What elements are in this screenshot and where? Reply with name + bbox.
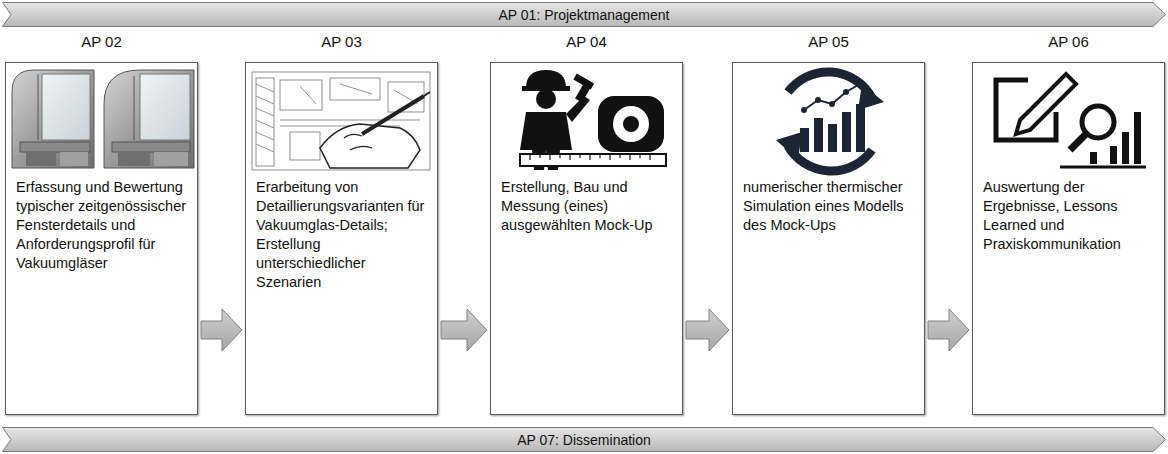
evaluation-icon-part xyxy=(1110,146,1117,164)
work-package-band: AP 01: Projektmanagement xyxy=(2,2,1166,27)
flow-arrow xyxy=(928,309,969,351)
evaluation-icon-part xyxy=(1016,74,1076,134)
window-profile-left-part xyxy=(26,152,56,166)
package-number: AP 03 xyxy=(246,33,437,50)
worker-icon-part xyxy=(573,73,594,89)
detail-sketch-part xyxy=(252,72,430,170)
work-package-band: AP 07: Dissemination xyxy=(2,427,1166,452)
tape-measure-icon xyxy=(520,96,666,166)
package-number: AP 05 xyxy=(733,33,924,50)
window-profile-left-part xyxy=(12,70,94,168)
simulation-cycle-icon-part xyxy=(829,101,835,107)
work-package-box: AP 04Erstellung, Bau und Messung (eines)… xyxy=(490,62,683,415)
simulation-cycle-icon-part xyxy=(856,104,865,152)
simulation-cycle-icon-part xyxy=(843,89,849,95)
tape-measure-icon-part xyxy=(520,154,666,166)
package-description: Auswertung der Ergebnisse, Lessons Learn… xyxy=(973,178,1164,262)
evaluation-icon-part xyxy=(1090,152,1097,164)
work-package-box: AP 06Auswertung der Ergebnisse, Lessons … xyxy=(972,62,1165,415)
band-outline xyxy=(3,428,1166,452)
flow-arrow xyxy=(441,309,487,351)
work-package-box: AP 02Erfassung und Bewertung typischer z… xyxy=(5,62,198,415)
package-description: Erfassung und Bewertung typischer zeitge… xyxy=(6,178,197,281)
work-package-box: AP 03Erarbeitung von Detaillierungsvaria… xyxy=(245,62,438,415)
window-profile-left-part xyxy=(20,142,90,152)
detail-sketch-part xyxy=(300,84,418,104)
window-profile-right xyxy=(104,70,194,168)
simulation-cycle-icon-part xyxy=(801,107,807,113)
package-description: Erstellung, Bau und Messung (eines) ausg… xyxy=(491,178,682,243)
worker-icon-part xyxy=(536,89,556,109)
evaluation-icon-part xyxy=(1134,112,1141,164)
simulation-cycle-icon-part xyxy=(828,124,837,152)
tape-measure-icon-part xyxy=(623,116,639,132)
detail-sketch-part xyxy=(256,84,274,152)
window-profile-right-part xyxy=(112,142,190,152)
band-label: AP 07: Dissemination xyxy=(517,432,651,448)
tape-measure-icon-part xyxy=(530,154,650,160)
simulation-cycle-icon-part xyxy=(815,97,821,103)
simulation-cycle-icon-part xyxy=(800,128,809,152)
simulation-cycle-icon xyxy=(776,72,884,171)
band-label: AP 01: Projektmanagement xyxy=(499,7,670,23)
window-profile-right-part xyxy=(140,74,190,140)
window-profile-left-part xyxy=(38,74,39,140)
package-description: Erarbeitung von Detaillierungsvarianten … xyxy=(246,178,437,300)
detail-sketch-part xyxy=(280,80,322,110)
window-profile-left-part xyxy=(60,152,88,166)
package-number: AP 02 xyxy=(6,33,197,50)
simulation-cycle-icon-part xyxy=(857,81,863,87)
window-profile-right-part xyxy=(154,152,188,166)
hand-with-pen-part xyxy=(362,96,424,134)
simulation-cycle-icon-part xyxy=(776,132,802,160)
package-description: numerischer thermischer Simulation eines… xyxy=(733,178,924,243)
detail-sketch-part xyxy=(290,132,320,160)
simulation-cycle-icon-part xyxy=(788,72,872,98)
package-number: AP 06 xyxy=(973,33,1164,50)
evaluation-icon-part xyxy=(1070,134,1086,150)
hand-with-pen xyxy=(320,92,430,168)
simulation-cycle-icon-part xyxy=(804,84,860,110)
evaluation-icon-part xyxy=(1122,132,1129,164)
band-outline xyxy=(3,3,1166,27)
simulation-cycle-icon-part xyxy=(814,118,823,152)
detail-sketch xyxy=(252,72,430,170)
window-profile-right-part xyxy=(104,70,194,168)
package-number: AP 04 xyxy=(491,33,682,50)
hand-with-pen-part xyxy=(344,134,372,150)
evaluation-icon xyxy=(996,74,1146,167)
evaluation-icon-part xyxy=(1082,106,1114,138)
evaluation-icon-part xyxy=(1060,166,1146,169)
tape-measure-icon-part xyxy=(598,96,664,152)
flow-arrow xyxy=(686,309,729,351)
window-profile-left xyxy=(12,70,94,168)
simulation-cycle-icon-part xyxy=(842,112,851,152)
work-package-box: AP 05numerischer thermischer Simulation … xyxy=(732,62,925,415)
window-profile-left-part xyxy=(42,74,90,140)
detail-sketch-part xyxy=(280,120,420,121)
flow-arrow xyxy=(201,309,242,351)
window-profile-right-part xyxy=(118,152,150,166)
hand-with-pen-part xyxy=(424,92,430,96)
window-profile-right-part xyxy=(134,76,135,140)
worker-icon-part xyxy=(526,70,566,88)
tape-measure-icon-part xyxy=(613,106,649,142)
detail-sketch-part xyxy=(256,78,274,166)
